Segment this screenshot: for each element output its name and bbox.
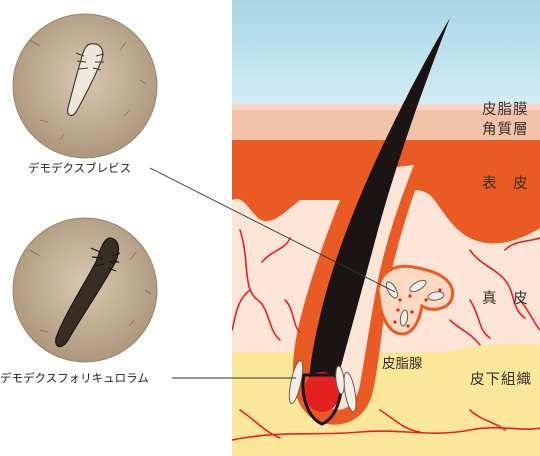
label-sebum-film: 皮脂膜 bbox=[482, 101, 529, 118]
label-brevis: デモデクスブレビス bbox=[28, 161, 131, 175]
label-subcutaneous: 皮下組織 bbox=[470, 371, 532, 388]
label-epidermis: 表 皮 bbox=[482, 175, 529, 192]
micro-brevis bbox=[13, 14, 157, 158]
label-sebaceous-gland: 皮脂腺 bbox=[382, 356, 423, 372]
label-corneum: 角質層 bbox=[482, 120, 529, 138]
hair-papilla bbox=[304, 372, 340, 412]
label-folliculorum: デモデクスフォリキュロラム bbox=[0, 371, 149, 385]
air-region bbox=[232, 0, 540, 110]
label-dermis: 真 皮 bbox=[482, 289, 529, 307]
micro-folliculorum bbox=[13, 218, 157, 362]
